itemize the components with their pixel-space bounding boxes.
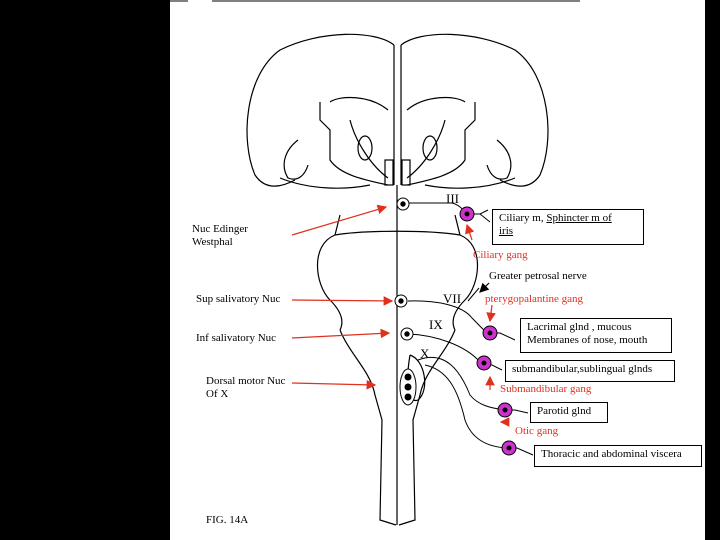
label-submandibular-gang: Submandibular gang xyxy=(500,383,592,395)
label-inf-salivatory: Inf salivatory Nuc xyxy=(196,332,277,344)
ganglion-thoracic xyxy=(501,440,517,456)
target-lacrimal-2: Membranes of nose, mouth xyxy=(527,334,648,346)
label-greater-petrosal: Greater petrosal nerve xyxy=(489,270,587,282)
nuclei xyxy=(394,197,417,406)
nerve-fibers xyxy=(407,202,534,456)
label-otic-gang: Otic gang xyxy=(515,425,559,437)
cn-x-label: X xyxy=(420,346,430,361)
pointer-arrows xyxy=(291,204,510,427)
ganglion-pterygopalatine xyxy=(482,325,498,341)
target-thoracic: Thoracic and abdominal viscera xyxy=(541,448,682,460)
label-dorsal-motor-2: Of X xyxy=(206,388,229,400)
ganglia xyxy=(459,206,517,456)
nucleus-edinger-westphal xyxy=(396,197,410,211)
brainstem-outline xyxy=(246,33,549,526)
petrosal-arrow xyxy=(479,282,490,293)
label-sup-salivatory: Sup salivatory Nuc xyxy=(196,293,281,305)
target-submandibular: submandibular,sublingual glnds xyxy=(512,363,653,375)
target-box-submandibular: submandibular,sublingual glnds xyxy=(505,360,675,382)
ganglion-ciliary xyxy=(459,206,475,222)
target-ciliary-pre: Ciliary m, xyxy=(499,212,547,224)
target-box-thoracic: Thoracic and abdominal viscera xyxy=(534,445,702,467)
nucleus-sup-salivatory xyxy=(394,294,408,308)
target-ciliary-iris: iris xyxy=(499,225,514,237)
nucleus-inf-salivatory xyxy=(400,327,414,341)
figure-label: FIG. 14A xyxy=(206,514,249,526)
cn-ix-label: IX xyxy=(429,317,443,332)
slide: Nuc Edinger Westphal Sup salivatory Nuc … xyxy=(170,0,705,540)
target-lacrimal-1: Lacrimal glnd , mucous xyxy=(527,321,632,333)
target-ciliary-sphincter: Sphincter m of xyxy=(546,212,612,224)
label-pterygopalatine-gang: pterygopalantine gang xyxy=(485,293,584,305)
cn-iii-label: III xyxy=(446,191,459,206)
cn-vii-label: VII xyxy=(443,291,462,306)
target-parotid: Parotid glnd xyxy=(537,405,592,417)
ganglion-otic xyxy=(497,402,513,418)
target-box-parotid: Parotid glnd xyxy=(530,402,608,423)
target-box-lacrimal: Lacrimal glnd , mucous Membranes of nose… xyxy=(520,318,672,353)
label-edinger-1: Nuc Edinger xyxy=(192,223,248,235)
nucleus-dorsal-motor-x xyxy=(399,368,417,406)
label-edinger-2: Westphal xyxy=(192,236,233,248)
ganglion-submandibular xyxy=(476,355,492,371)
brainstem-diagram xyxy=(170,0,580,526)
label-ciliary-gang: Ciliary gang xyxy=(473,249,528,261)
target-box-ciliary: Ciliary m, Sphincter m of iris xyxy=(492,209,644,245)
label-dorsal-motor-1: Dorsal motor Nuc xyxy=(206,375,286,387)
